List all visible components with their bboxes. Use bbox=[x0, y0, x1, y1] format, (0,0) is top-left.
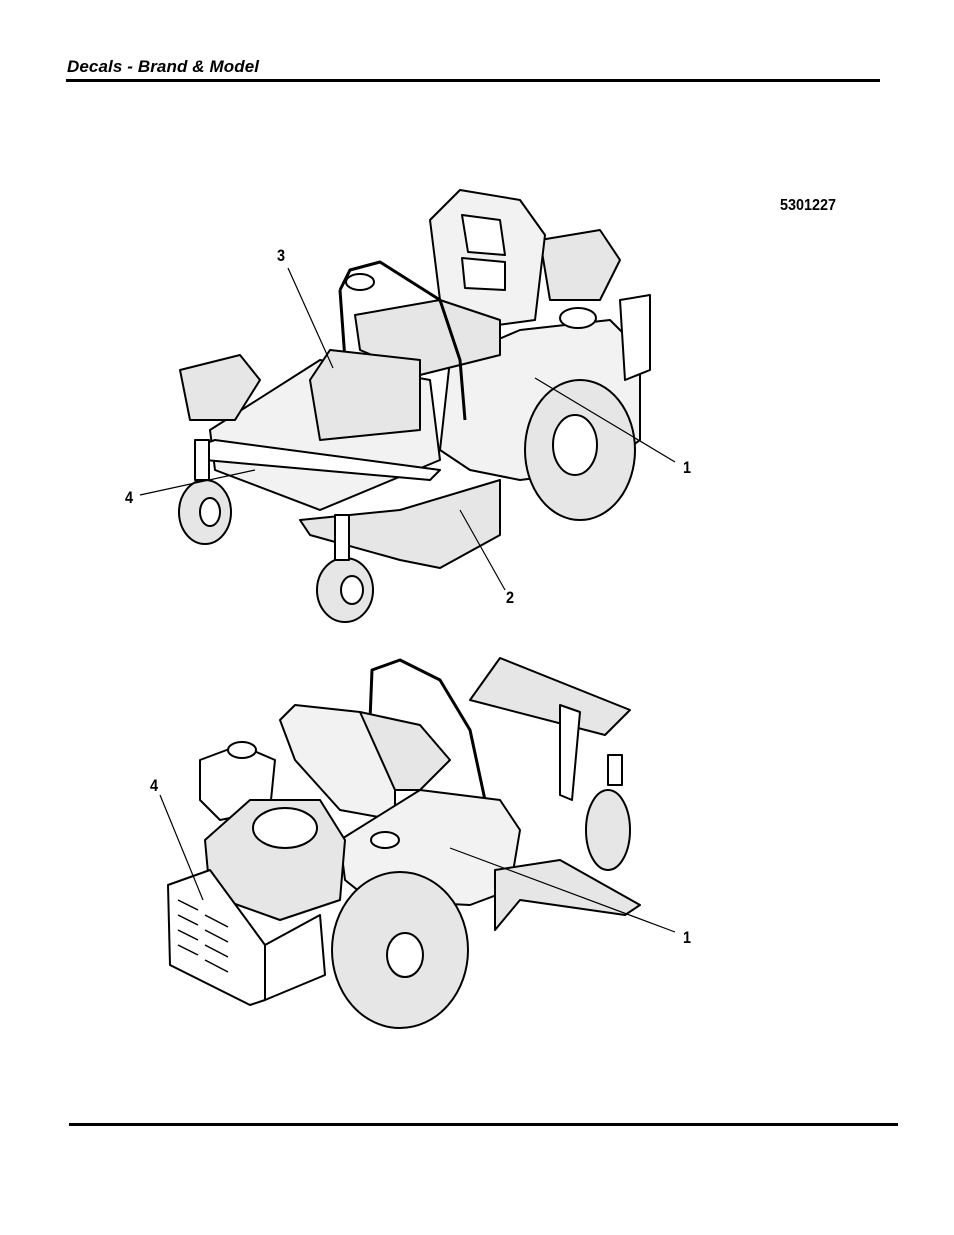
callout-2: 2 bbox=[506, 588, 514, 608]
callout-leader-3 bbox=[288, 268, 333, 368]
callout-4: 4 bbox=[125, 488, 133, 508]
footer-rule bbox=[69, 1123, 898, 1126]
callout-4: 4 bbox=[150, 776, 158, 796]
callout-1: 1 bbox=[683, 458, 691, 478]
callout-1: 1 bbox=[683, 928, 691, 948]
callout-3: 3 bbox=[277, 246, 285, 266]
